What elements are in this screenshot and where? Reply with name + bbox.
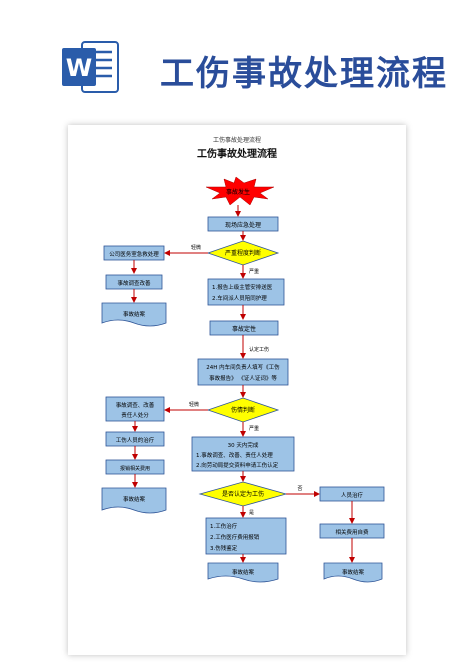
close-1-doc: 事故结案 bbox=[101, 302, 167, 327]
flowchart: 事故发生 现场应急处理 严重程度判断 轻微 公司医务室急救处理 事故调查改善 事… bbox=[101, 176, 385, 583]
severity-label: 严重程度判断 bbox=[225, 249, 261, 257]
nature-box bbox=[209, 320, 279, 336]
nature-label: 事故定性 bbox=[232, 325, 256, 333]
personal-treatment-label: 人员治疗 bbox=[341, 491, 364, 499]
document-small-title: 工伤事故处理流程 bbox=[212, 137, 261, 144]
investigate-2-line-1: 事故调查、改善 bbox=[116, 401, 155, 409]
no-label: 否 bbox=[297, 486, 302, 492]
close-1-label: 事故结案 bbox=[123, 310, 146, 318]
yes-step-3: 3.伤残鉴定 bbox=[210, 544, 238, 552]
light-label-2: 轻微 bbox=[189, 401, 199, 408]
word-icon-letter: W bbox=[66, 54, 92, 82]
scene-label: 现场应急处理 bbox=[225, 221, 261, 229]
report-24h-box bbox=[197, 358, 289, 386]
start-label: 事故发生 bbox=[226, 188, 250, 196]
within-30-line-1: 30 天内完成 bbox=[228, 441, 259, 449]
close-4-doc: 事故结案 bbox=[207, 562, 279, 583]
recognized-label: 是否认定为工伤 bbox=[222, 490, 264, 498]
close-4-label: 事故结案 bbox=[232, 568, 255, 576]
within-30-box bbox=[191, 436, 295, 472]
confirm-label: 认定工伤 bbox=[249, 346, 269, 353]
report-24h-line-1: 24H 内车间负责人填写《工伤 bbox=[206, 363, 280, 371]
banner-header: W 工伤事故处理流程 bbox=[0, 0, 474, 115]
report-24h-line-2: 事故报告》 《证人证词》等 bbox=[209, 374, 277, 382]
close-3-label: 事故结案 bbox=[342, 568, 365, 576]
investigate-1-label: 事故调查改善 bbox=[117, 279, 151, 287]
self-pay-label: 相关费用自费 bbox=[335, 528, 369, 536]
yes-step-1: 1.工伤治疗 bbox=[210, 522, 238, 530]
document-title: 工伤事故处理流程 bbox=[197, 149, 277, 160]
serious-steps-box bbox=[207, 278, 285, 306]
yes-step-2: 2.工伤医疗费用报销 bbox=[210, 533, 260, 541]
investigate-2-line-2: 责任人处分 bbox=[121, 411, 149, 419]
company-emergency-label: 公司医务室急救处理 bbox=[109, 250, 159, 258]
treatment-1-label: 工伤人员的治疗 bbox=[116, 436, 155, 444]
word-icon: W bbox=[62, 41, 119, 93]
reimburse-label: 报销相关费用 bbox=[120, 465, 150, 472]
investigate-2-box bbox=[105, 396, 165, 422]
close-2-doc: 事故结案 bbox=[101, 487, 167, 514]
serious-label-1: 严重 bbox=[249, 268, 259, 275]
serious-step-2: 2.车间派人员陪同护理 bbox=[212, 294, 267, 302]
within-30-line-3: 2.向劳动局提交资料申请工伤认定 bbox=[196, 461, 279, 469]
banner-title: 工伤事故处理流程 bbox=[160, 54, 448, 94]
within-30-line-2: 1.事故调查、改善、责任人处理 bbox=[196, 451, 273, 459]
yes-steps-box bbox=[205, 517, 287, 555]
yes-label: 是 bbox=[249, 510, 254, 516]
injury-label: 伤情判断 bbox=[231, 406, 255, 414]
light-label-1: 轻微 bbox=[191, 244, 201, 251]
start-burst bbox=[205, 176, 275, 206]
document-page: 工伤事故处理流程 工伤事故处理流程 事故发生 现场应急处理 严重程度判断 轻微 … bbox=[68, 125, 406, 655]
serious-label-2: 严重 bbox=[249, 425, 259, 432]
close-2-label: 事故结案 bbox=[123, 495, 146, 503]
serious-step-1: 1.报告上级主管安排送医 bbox=[212, 283, 273, 291]
close-3-doc: 事故结案 bbox=[323, 562, 383, 583]
